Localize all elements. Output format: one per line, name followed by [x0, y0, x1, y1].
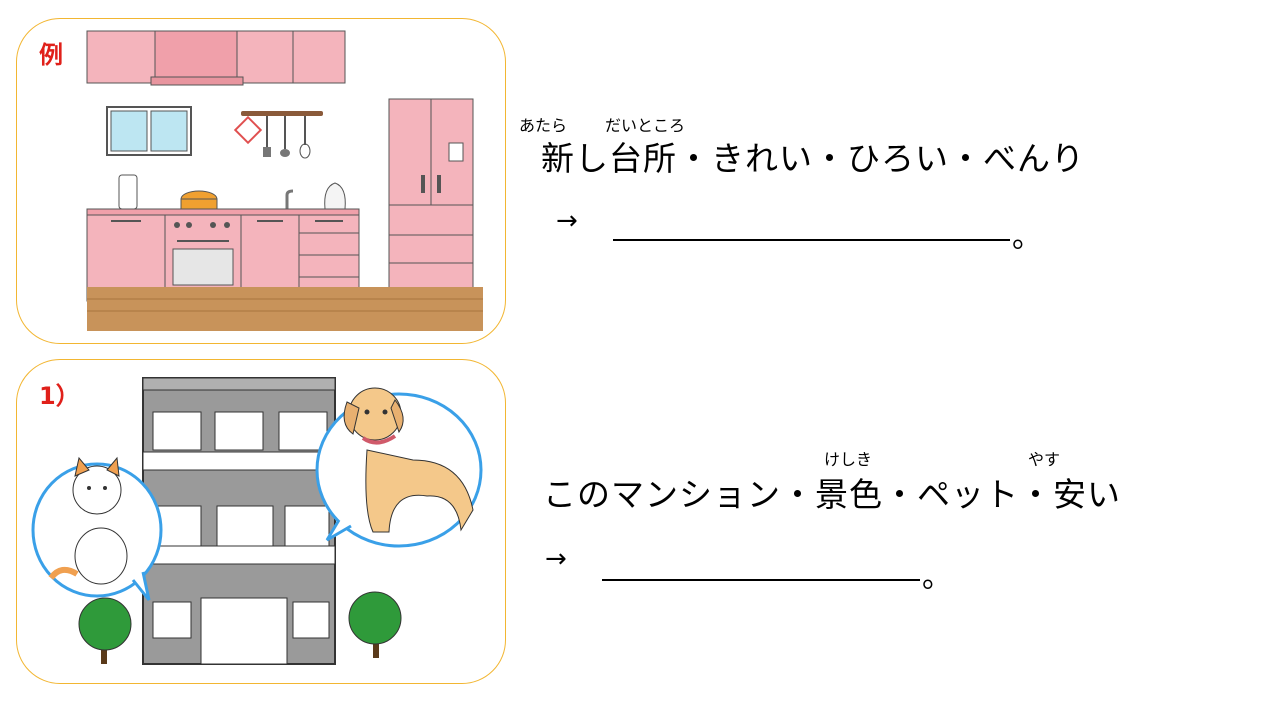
question1-arrow: →	[545, 544, 567, 574]
example-arrow: →	[556, 206, 578, 236]
example-panel: 例	[16, 18, 506, 344]
example-label: 例	[39, 41, 63, 69]
kitchen-illustration	[86, 30, 483, 331]
apartment-illustration	[31, 377, 483, 665]
ruby-daidokoro: だいところ	[605, 116, 686, 135]
question1-panel: 1）	[16, 359, 506, 684]
example-sentence: 新し台所・きれい・ひろい・べんり	[541, 139, 1085, 178]
question1-sentence-part1: このマンション・	[543, 475, 815, 514]
example-period: 。	[1012, 220, 1042, 255]
example-answer-blank[interactable]	[613, 212, 1010, 241]
question1-period: 。	[922, 560, 952, 595]
question1-answer-blank[interactable]	[602, 552, 920, 581]
ruby-yasu: やす	[1028, 450, 1061, 469]
question1-label: 1）	[39, 382, 80, 410]
ruby-keshiki: けしき	[824, 450, 873, 469]
ruby-atara: あたら	[519, 116, 568, 135]
question1-sentence-part2: 景色・ペット・安い	[815, 475, 1121, 514]
